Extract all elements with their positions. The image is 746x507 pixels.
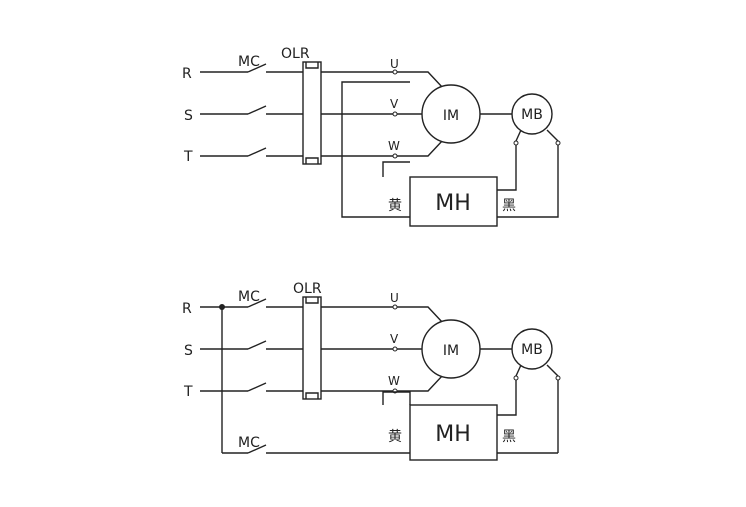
aux-contactor-label: MC bbox=[238, 435, 260, 451]
phase-label-t: T bbox=[183, 384, 193, 400]
terminal-u bbox=[392, 304, 398, 310]
terminal-label-u: U bbox=[390, 57, 399, 71]
overload-relay-label: OLR bbox=[293, 281, 322, 297]
motor-label: IM bbox=[443, 108, 459, 124]
terminal-w bbox=[392, 153, 398, 159]
brake bbox=[511, 93, 553, 135]
phase-label-r: R bbox=[182, 301, 192, 317]
terminal-v bbox=[392, 111, 398, 117]
rectifier bbox=[409, 176, 498, 227]
terminal-label-w: W bbox=[388, 374, 400, 388]
brake bbox=[511, 328, 553, 370]
phase-lines bbox=[200, 298, 395, 392]
diagram-1: R S T MC OLR U V W bbox=[182, 46, 561, 227]
phase-label-s: S bbox=[184, 108, 193, 124]
phase-label-t: T bbox=[183, 149, 193, 165]
contactor-label: MC bbox=[238, 54, 260, 70]
terminal-v bbox=[392, 346, 398, 352]
diagram-2: R S T MC MC OLR U V W bbox=[182, 281, 561, 461]
rectifier-label: MH bbox=[435, 422, 471, 447]
overload-relay bbox=[302, 296, 322, 400]
terminal-label-w: W bbox=[388, 139, 400, 153]
overload-relay bbox=[302, 61, 322, 165]
wire-label-black: 黑 bbox=[502, 198, 516, 214]
wire-label-black: 黑 bbox=[502, 429, 516, 445]
rectifier bbox=[409, 404, 498, 461]
terminal-label-v: V bbox=[390, 97, 399, 111]
terminal-label-u: U bbox=[390, 291, 399, 305]
phase-lines bbox=[200, 63, 395, 157]
brake-label: MB bbox=[521, 107, 543, 123]
terminal-label-v: V bbox=[390, 332, 399, 346]
rectifier-label: MH bbox=[435, 191, 471, 216]
contactor-label: MC bbox=[238, 289, 260, 305]
brake-label: MB bbox=[521, 342, 543, 358]
overload-relay-label: OLR bbox=[281, 46, 310, 62]
phase-label-s: S bbox=[184, 343, 193, 359]
wire-label-yellow: 黄 bbox=[388, 197, 402, 214]
wire-label-yellow: 黄 bbox=[388, 428, 402, 445]
motor-label: IM bbox=[443, 343, 459, 359]
phase-label-r: R bbox=[182, 66, 192, 82]
